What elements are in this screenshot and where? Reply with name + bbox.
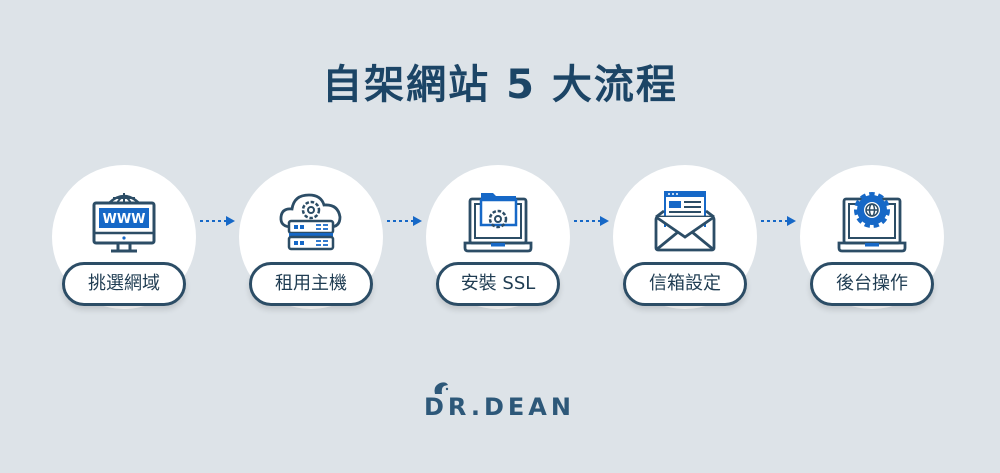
step-install-ssl: 安裝 SSL [424,165,572,315]
cloud-server-icon [279,193,342,251]
step-label: 信箱設定 [623,262,747,306]
step-choose-domain: WWW 挑選網域 [50,165,198,315]
step-label: 挑選網域 [62,262,186,306]
dotted-arrow-icon [761,216,796,226]
dotted-arrow-icon [200,216,235,226]
logo-mascot-icon [434,382,449,394]
step-rent-host: 租用主機 [237,165,385,315]
logo-text: DR.DEAN [424,393,575,421]
www-monitor-icon: WWW [92,193,156,253]
step-label: 租用主機 [249,262,373,306]
brand-logo: DR.DEAN [420,380,590,421]
step-label: 後台操作 [810,262,934,306]
page-title: 自架網站 5 大流程 [322,62,678,108]
step-backend-operation: 後台操作 [798,165,946,315]
step-mail-setup: 信箱設定 [611,165,759,315]
laptop-folder-gear-icon [463,193,533,253]
svg-text:WWW: WWW [102,212,145,227]
dotted-arrow-icon [387,216,422,226]
step-label: 安裝 SSL [436,262,560,306]
laptop-gear-globe-icon [837,192,907,253]
envelope-icon [654,191,716,252]
dotted-arrow-icon [574,216,609,226]
